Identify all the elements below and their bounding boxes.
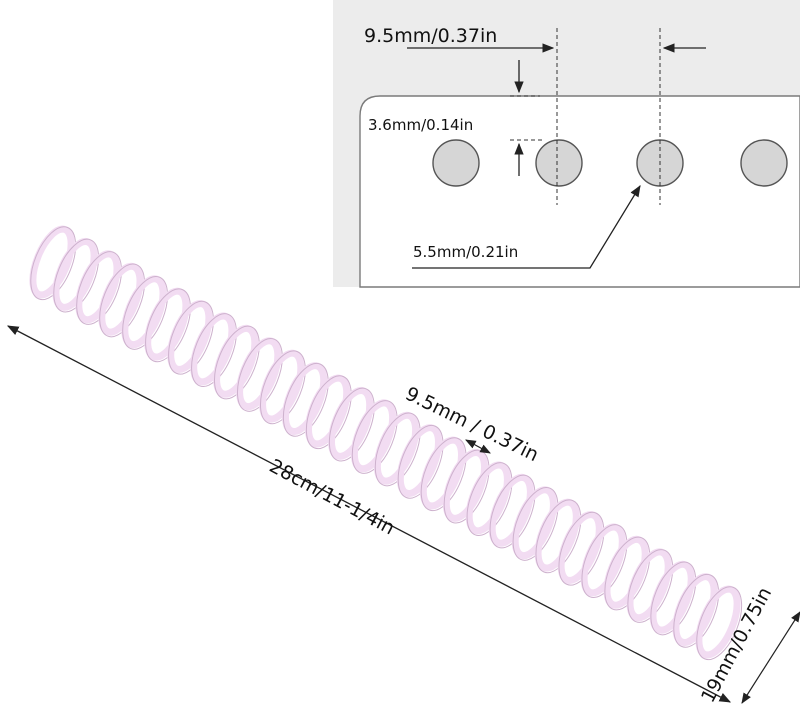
punch-hole <box>740 139 788 187</box>
diameter-arrow <box>741 611 800 704</box>
pitch-arrow <box>465 439 491 454</box>
coil-loop <box>465 461 511 535</box>
coil-loop <box>350 399 397 473</box>
coil-loop <box>373 411 420 485</box>
coil-loop-edge <box>53 238 100 313</box>
coil-loop <box>511 486 557 560</box>
coil-loop <box>396 424 443 498</box>
coil-loop <box>29 225 75 299</box>
hole-spacing-inset: 9.5mm/0.37in 3.6mm/0.14in 5.5mm/0.21in <box>333 0 800 288</box>
coil-loop <box>144 287 190 361</box>
coil-loop <box>626 548 672 622</box>
length-arrow <box>6 325 732 703</box>
inset-edge-label: 3.6mm/0.14in <box>368 116 473 134</box>
coil-loop <box>213 324 259 398</box>
punch-hole <box>535 139 583 187</box>
punch-hole <box>432 139 480 187</box>
inset-hole-label: 5.5mm/0.21in <box>413 243 518 261</box>
coil-loop <box>259 349 305 423</box>
coil-loop <box>327 386 374 460</box>
coil-loop <box>121 275 167 349</box>
coil-loop <box>672 573 718 647</box>
coil-loop <box>488 473 534 547</box>
coil-loop-edge <box>30 226 77 301</box>
coil-loop <box>580 523 626 597</box>
paper-sheet <box>359 95 800 288</box>
coil-dimensions: 28cm/11-1/4in 9.5mm / 0.37in 19mm/0.75in <box>6 325 800 706</box>
coil-loop <box>442 448 489 522</box>
coil-loop <box>603 535 649 609</box>
coil-loop <box>649 560 695 634</box>
coil-loop <box>167 300 213 373</box>
coil-loop <box>190 312 236 386</box>
coil-loop <box>281 362 328 436</box>
coil-loop <box>557 511 603 584</box>
coil-loop <box>419 436 466 510</box>
hole-leader-line <box>412 185 641 269</box>
inset-pitch-label: 9.5mm/0.37in <box>364 25 497 47</box>
coil-loop <box>75 250 121 324</box>
coil-loop <box>52 237 98 311</box>
coil-loop-edge <box>76 251 123 325</box>
coil-loop <box>98 262 144 336</box>
coil-loop <box>236 337 282 411</box>
coil-loop <box>534 498 580 572</box>
coil-loop <box>304 374 351 448</box>
